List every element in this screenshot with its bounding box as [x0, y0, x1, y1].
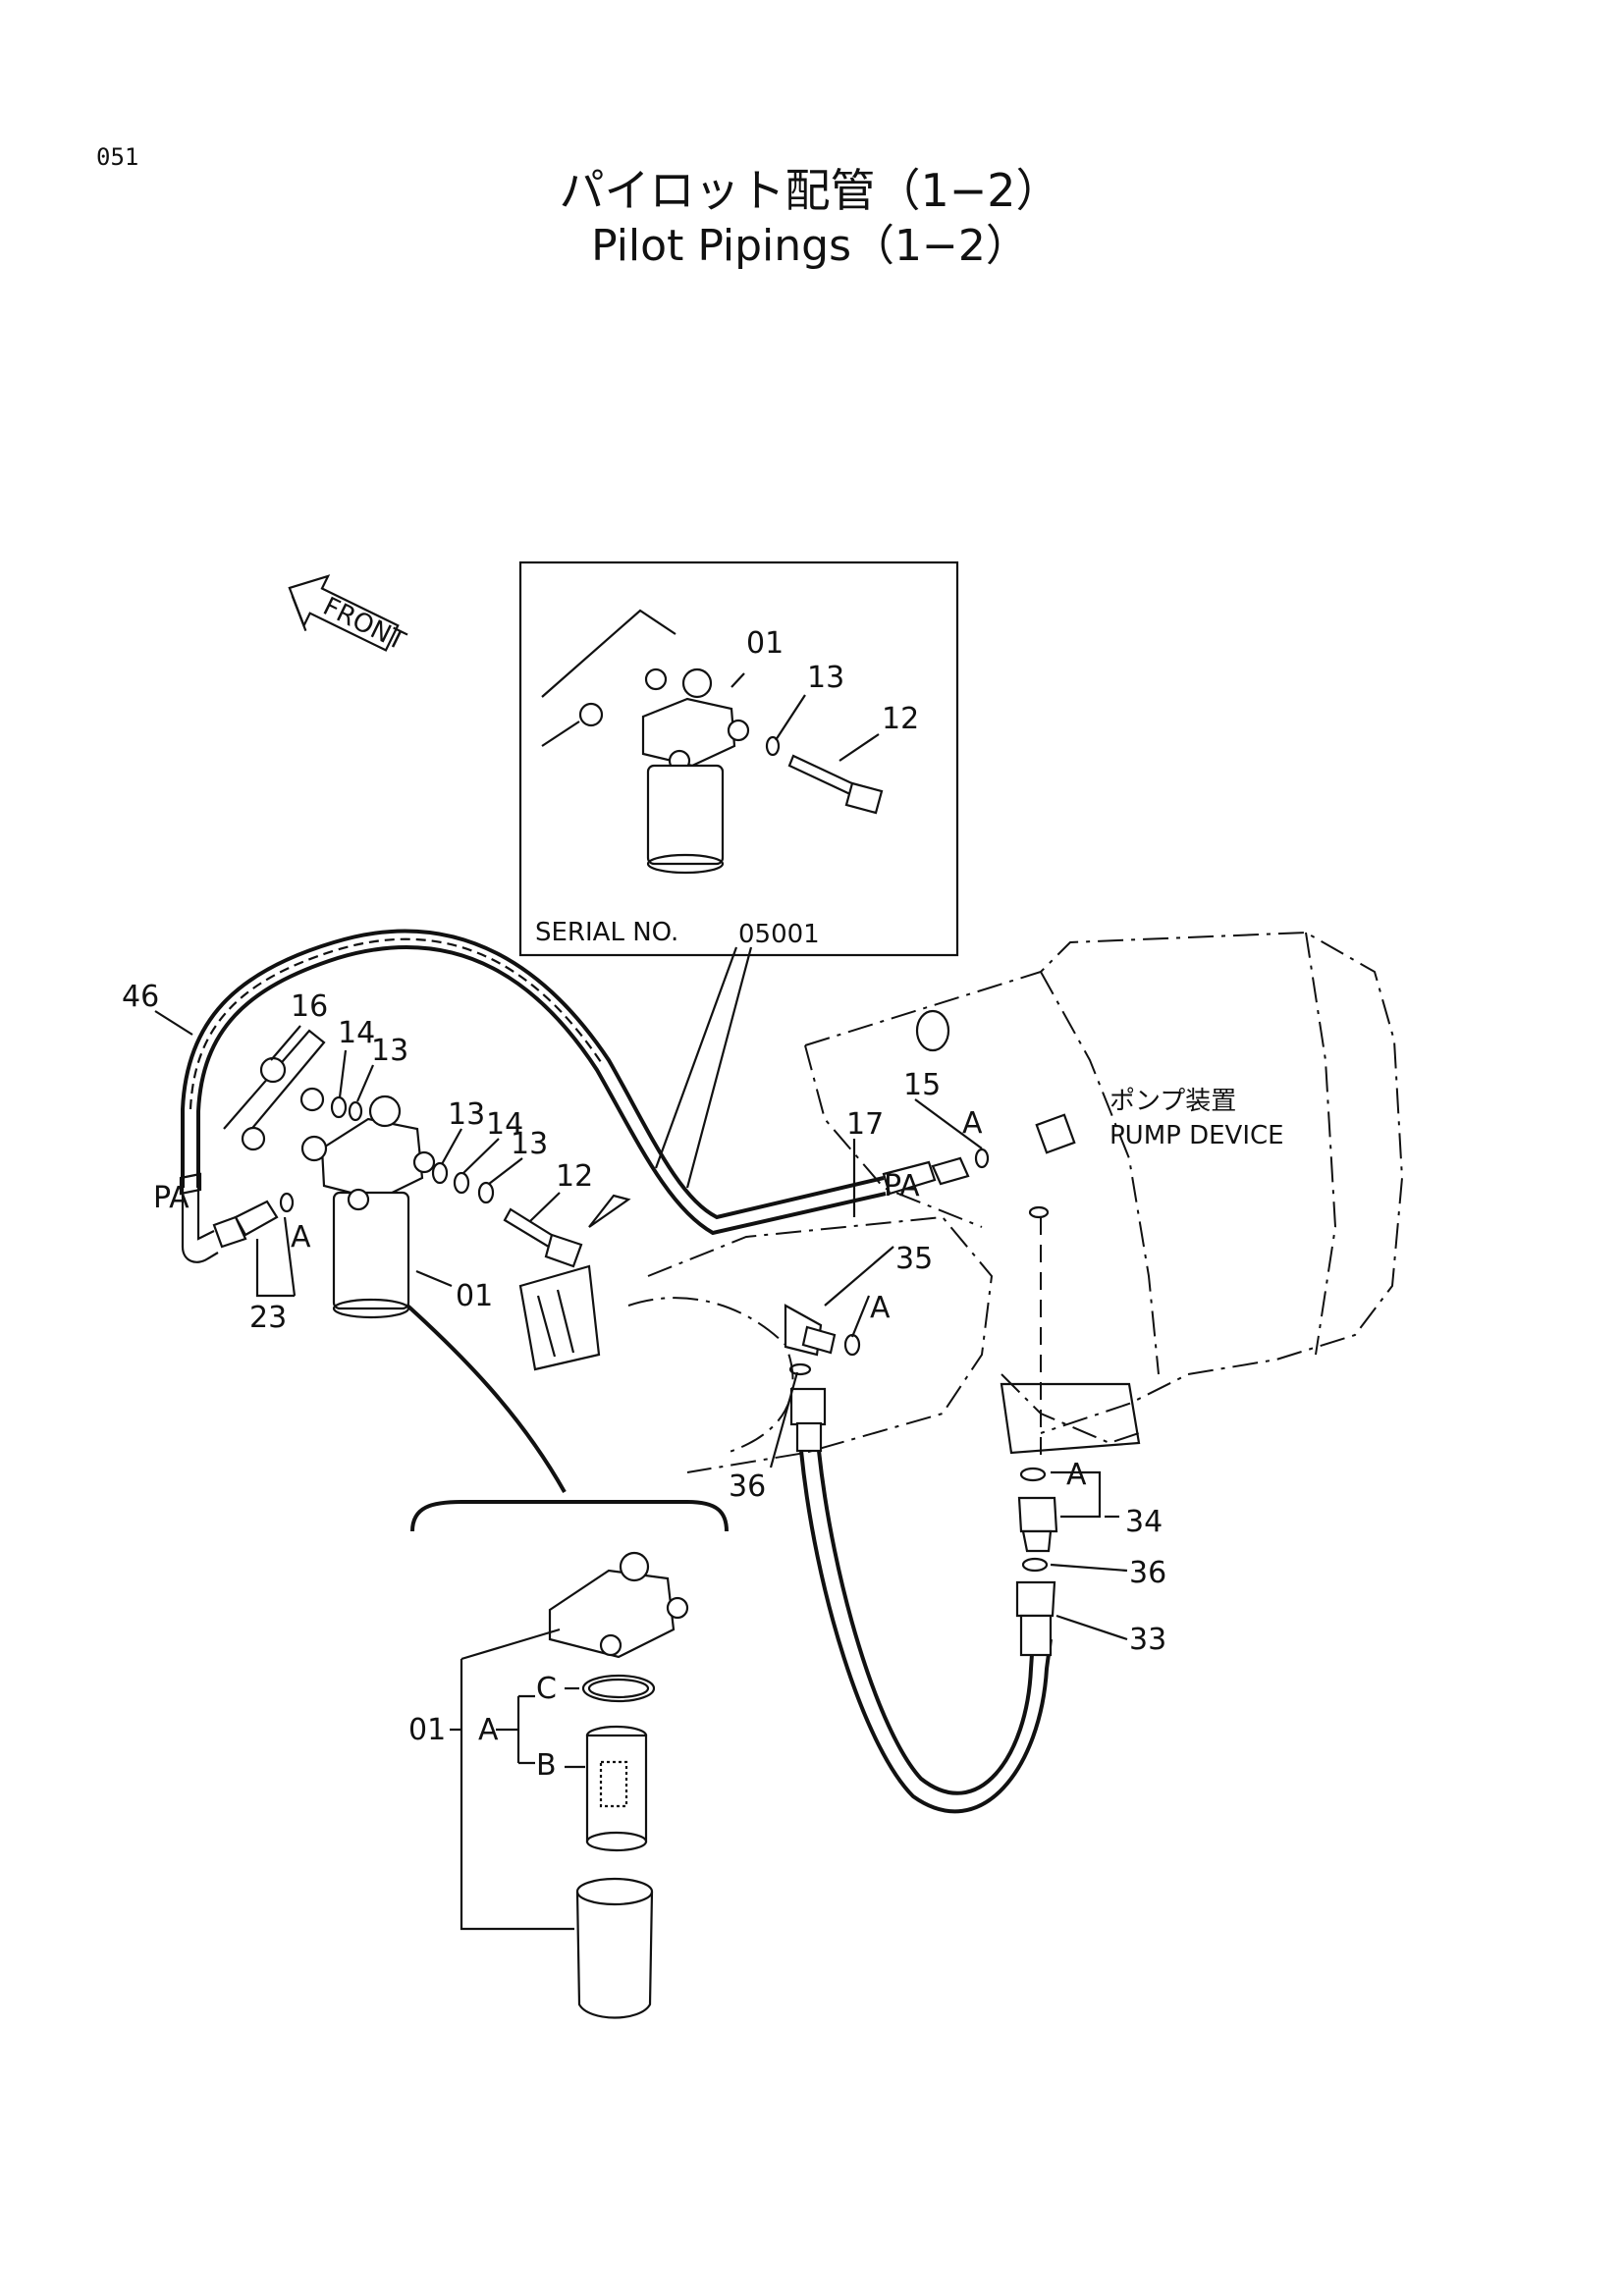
nut-33 [1015, 1580, 1056, 1618]
label-a-15: A [962, 1106, 983, 1141]
callout-13-mid2: 13 [511, 1127, 548, 1161]
lifting-eye [915, 1009, 950, 1052]
label-a-35: A [870, 1291, 891, 1325]
callout-36-right: 36 [1129, 1556, 1166, 1590]
page-number: 051 [96, 143, 138, 171]
callout-15: 15 [903, 1068, 941, 1102]
label-a-34: A [1066, 1458, 1087, 1492]
callout-46: 46 [122, 980, 159, 1014]
callout-35: 35 [895, 1242, 933, 1276]
callout-13-left: 13 [371, 1034, 408, 1068]
callout-13-mid: 13 [448, 1097, 485, 1132]
pump-device-en: PUMP DEVICE [1109, 1121, 1284, 1150]
inset-frame [518, 561, 959, 957]
callout-36-left: 36 [729, 1469, 766, 1504]
exploded-bracket [410, 1500, 729, 1532]
adapter-34 [1017, 1496, 1058, 1533]
hose-46 [181, 929, 885, 1220]
oring-c [581, 1674, 656, 1703]
title-japanese: パイロット配管（1−2） [559, 164, 1060, 217]
callout-12-main: 12 [556, 1159, 593, 1194]
pump-device-jp: ポンプ装置 [1109, 1087, 1236, 1116]
callout-23: 23 [249, 1301, 287, 1335]
callout-33: 33 [1129, 1623, 1166, 1657]
pump-port-block [1000, 1382, 1141, 1455]
label-c-exploded: C [536, 1672, 557, 1706]
washer-14-mid [453, 1171, 470, 1195]
nut-36 [789, 1387, 827, 1426]
callout-01-main: 01 [456, 1279, 493, 1313]
callout-17: 17 [846, 1107, 884, 1142]
exploded-head [548, 1569, 676, 1659]
element-b [585, 1734, 648, 1843]
callout-13-inset: 13 [807, 661, 844, 695]
label-a-23: A [291, 1220, 311, 1255]
label-pa-left: PA [153, 1181, 189, 1215]
serial-value: 05001 [738, 920, 820, 949]
callout-01-inset: 01 [746, 626, 784, 661]
washer-13-mid2 [477, 1181, 495, 1204]
washer-13-left [348, 1100, 363, 1122]
exploded-bowl [575, 1877, 654, 1906]
exploded-filter [406, 1304, 729, 2019]
washer-13-mid [431, 1161, 449, 1185]
serial-label: SERIAL NO. [535, 918, 678, 947]
front-arrow-icon: FRONT [288, 574, 409, 657]
lower-hose-assembly [784, 1205, 1058, 1814]
callout-16: 16 [291, 989, 328, 1024]
title-english: Pilot Pipings（1−2） [591, 221, 1029, 271]
callout-01-exploded: 01 [408, 1713, 446, 1747]
label-pa-right: PA [884, 1169, 920, 1203]
callout-14-left: 14 [338, 1016, 375, 1050]
pump-outlet-port [518, 1264, 601, 1371]
inset-filter-bowl [646, 764, 725, 866]
washer-14-left [330, 1095, 348, 1119]
filter-bowl [332, 1191, 410, 1310]
callout-34: 34 [1125, 1505, 1163, 1539]
filter-head [320, 1117, 424, 1201]
inset-washer [765, 735, 781, 757]
fitting-23 [234, 1200, 279, 1237]
pump-device-outline [518, 931, 1404, 1473]
fitting-15 [931, 1156, 970, 1186]
oring-36 [1021, 1557, 1049, 1573]
inset-bolt [787, 754, 858, 797]
front-label: FRONT [318, 592, 409, 657]
callout-12-inset: 12 [882, 702, 919, 736]
exploded-leader [406, 1304, 567, 1493]
main-filter-assembly [179, 929, 990, 1319]
label-a-exploded: A [478, 1713, 499, 1747]
inset-plate [541, 609, 676, 747]
bracket-01 [460, 1628, 574, 1931]
leader-lines [154, 1010, 1128, 1641]
inset-filter-head [641, 697, 736, 768]
label-b-exploded: B [536, 1748, 557, 1783]
hose-33 [799, 1450, 1053, 1814]
callout-14-mid: 14 [486, 1107, 523, 1142]
serial-inset: 01 13 12 SERIAL NO. 05001 [518, 561, 959, 957]
